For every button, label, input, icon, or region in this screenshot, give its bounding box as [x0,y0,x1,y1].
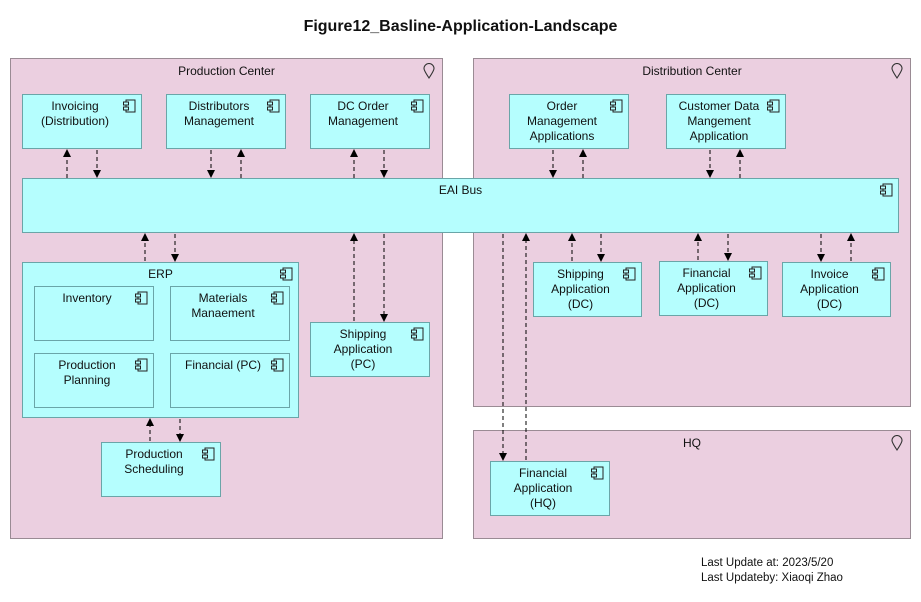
component-label: Financial Application (DC) [677,266,736,310]
location-pin-icon [891,435,903,451]
component-dc-order-management[interactable]: DC Order Management [310,94,430,149]
application-component-icon [610,99,623,113]
application-component-icon [280,267,293,281]
last-update-author: Last Updateby: Xiaoqi Zhao [701,572,843,584]
component-production-scheduling[interactable]: Production Scheduling [101,442,221,497]
component-label: Financial (PC) [184,358,262,372]
component-label: Financial Application (HQ) [513,466,573,510]
group-label: Distribution Center [642,64,742,78]
component-inventory[interactable]: Inventory [34,286,154,341]
application-component-icon [749,266,762,280]
application-component-icon [271,291,284,305]
component-distributors-management[interactable]: Distributors Management [166,94,286,149]
component-financial-application-hq[interactable]: Financial Application (HQ) [490,461,610,516]
component-label: Invoice Application (DC) [800,267,859,311]
application-component-icon [767,99,780,113]
location-pin-icon [891,63,903,79]
component-invoicing-distribution[interactable]: Invoicing (Distribution) [22,94,142,149]
component-label: Production Planning [58,358,116,387]
application-component-icon [411,327,424,341]
component-label: Inventory [62,291,112,305]
group-label: Production Center [178,64,275,78]
component-shipping-application-dc[interactable]: Shipping Application (DC) [533,262,642,317]
component-materials-management[interactable]: Materials Manaement [170,286,290,341]
component-production-planning[interactable]: Production Planning [34,353,154,408]
component-customer-data-management[interactable]: Customer Data Mangement Application [666,94,786,149]
group-label: HQ [683,436,701,450]
application-component-icon [872,267,885,281]
component-label: Shipping Application (PC) [333,327,393,371]
component-order-management-applications[interactable]: Order Management Applications [509,94,629,149]
application-component-icon [135,358,148,372]
component-label: ERP [148,267,173,281]
component-invoice-application-dc[interactable]: Invoice Application (DC) [782,262,891,317]
application-component-icon [880,183,893,197]
application-component-icon [202,447,215,461]
application-component-icon [267,99,280,113]
location-pin-icon [423,63,435,79]
application-component-icon [591,466,604,480]
component-shipping-application-pc[interactable]: Shipping Application (PC) [310,322,430,377]
application-component-icon [623,267,636,281]
diagram-title: Figure12_Basline-Application-Landscape [303,18,618,35]
component-label: Materials Manaement [191,291,255,320]
application-component-icon [411,99,424,113]
component-label: Shipping Application (DC) [551,267,610,311]
component-label: Order Management Applications [526,99,598,143]
component-financial-pc[interactable]: Financial (PC) [170,353,290,408]
component-label: DC Order Management [327,99,399,128]
component-label: EAI Bus [438,183,483,197]
last-update-date: Last Update at: 2023/5/20 [701,557,834,569]
component-financial-application-dc[interactable]: Financial Application (DC) [659,261,768,316]
component-label: Distributors Management [183,99,255,128]
component-label: Invoicing (Distribution) [40,99,109,128]
component-label: Production Scheduling [124,447,184,476]
application-component-icon [135,291,148,305]
application-component-icon [123,99,136,113]
component-eai-bus[interactable]: EAI Bus [22,178,899,233]
application-component-icon [271,358,284,372]
component-label: Customer Data Mangement Application [678,99,760,143]
